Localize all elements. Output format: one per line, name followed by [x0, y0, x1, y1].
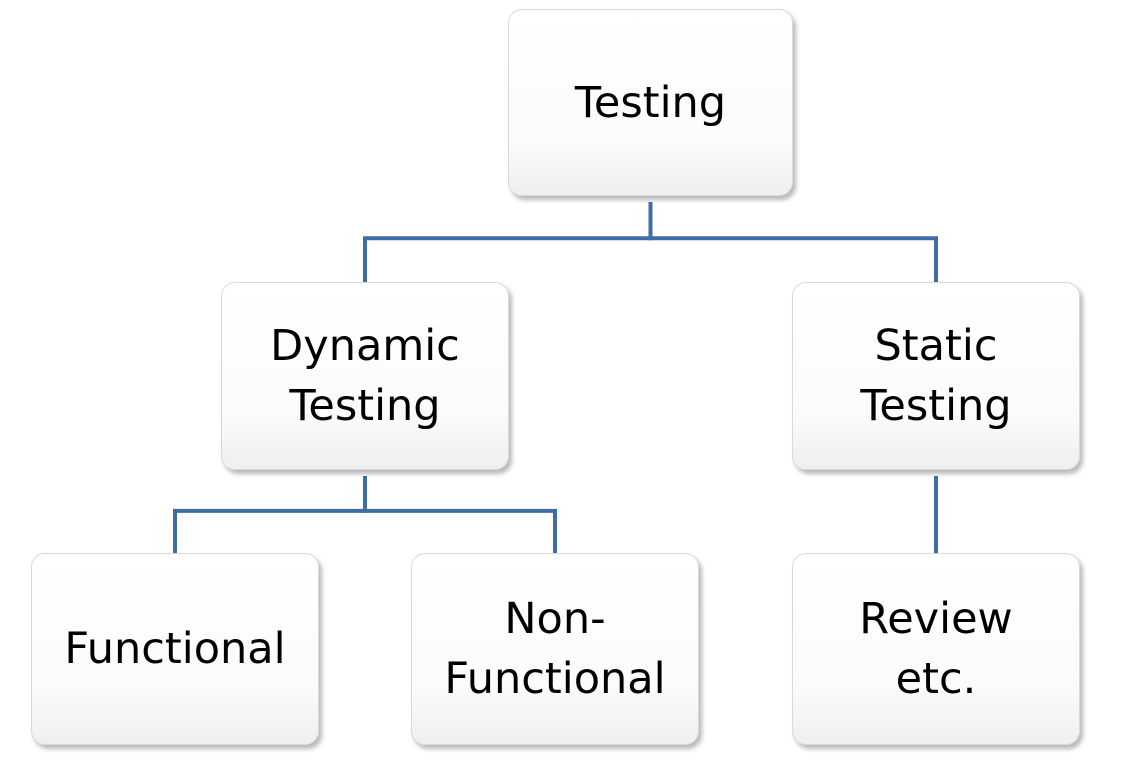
node-non-functional: Non- Functional	[411, 553, 699, 745]
connector-dynamic-to-non_functional	[363, 476, 557, 553]
node-functional-label: Functional	[64, 624, 286, 674]
node-static-testing-label: Static Testing	[860, 321, 1012, 431]
node-functional: Functional	[31, 553, 319, 745]
connector-dynamic-to-functional	[173, 476, 367, 553]
node-review-label: Review etc.	[859, 594, 1013, 704]
node-non-functional-label: Non- Functional	[444, 594, 666, 704]
node-review: Review etc.	[792, 553, 1080, 745]
connector-root-to-static	[648, 202, 938, 282]
node-static-testing: Static Testing	[792, 282, 1080, 470]
connector-root-to-dynamic	[363, 202, 653, 282]
node-testing: Testing	[508, 9, 793, 196]
node-testing-label: Testing	[574, 77, 727, 128]
node-dynamic-testing: Dynamic Testing	[221, 282, 509, 470]
node-dynamic-testing-label: Dynamic Testing	[270, 321, 460, 431]
